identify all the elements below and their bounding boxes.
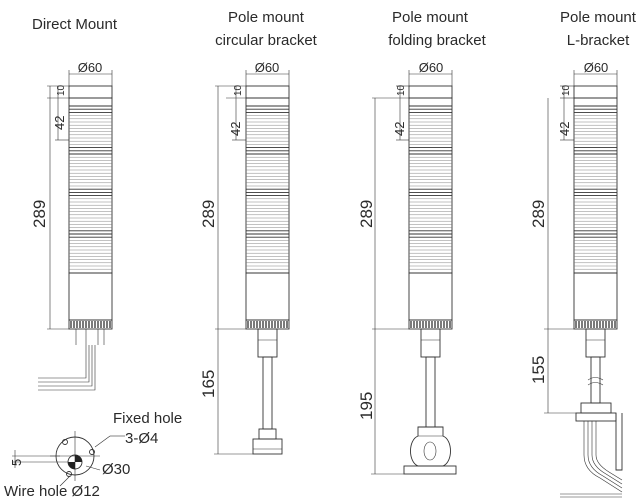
wire-hole-symbol — [67, 454, 83, 470]
dimension-lines — [544, 70, 618, 414]
fixed-hole-3 — [66, 471, 72, 477]
fixed-hole-spec: 3-Ø4 — [125, 430, 158, 447]
dim-height: 289 — [30, 200, 49, 228]
dim-top: 10 — [396, 84, 407, 96]
title-direct-mount: Direct Mount — [32, 16, 118, 33]
base-hole-detail — [12, 431, 125, 487]
dim-height: 289 — [529, 200, 548, 228]
dim-tier: 42 — [52, 116, 67, 130]
dim-tier: 42 — [228, 122, 243, 136]
dim-diameter: Ø60 — [78, 60, 103, 75]
dim-top: 10 — [233, 84, 244, 96]
dim-height: 289 — [357, 200, 376, 228]
dim-tier: 42 — [392, 122, 407, 136]
wire-hole-label: Wire hole Ø12 — [4, 483, 100, 500]
dim-top: 10 — [561, 84, 572, 96]
l-bracket-pole — [560, 328, 623, 498]
dim-tier: 42 — [557, 122, 572, 136]
dim-diameter: Ø60 — [584, 60, 609, 75]
title-lbracket-line2: L-bracket — [567, 32, 630, 49]
tower-direct-mount: Ø60 10 42 289 — [30, 60, 113, 391]
title-circular-line1: Pole mount — [228, 9, 305, 26]
base-diameter-label: Ø30 — [102, 461, 130, 478]
dim-top: 10 — [56, 84, 67, 96]
dimension-lines — [47, 70, 113, 330]
folding-bracket-pole — [403, 328, 457, 475]
tower-body — [573, 85, 618, 330]
offset-dim: 5 — [9, 459, 24, 466]
fixed-hole-1 — [62, 439, 68, 445]
dim-diameter: Ø60 — [255, 60, 280, 75]
dim-pole: 195 — [357, 392, 376, 420]
title-folding-line2: folding bracket — [388, 32, 486, 49]
tower-circular-bracket: Ø60 10 42 289 165 — [199, 60, 290, 455]
dim-height: 289 — [199, 200, 218, 228]
dimension-lines — [214, 70, 290, 455]
dimension-lines — [371, 70, 453, 475]
dim-diameter: Ø60 — [419, 60, 444, 75]
title-lbracket-line1: Pole mount — [560, 9, 637, 26]
fixed-hole-2 — [89, 449, 95, 455]
title-circular-line2: circular bracket — [215, 32, 318, 49]
tower-body — [408, 85, 453, 330]
dim-pole: 165 — [199, 370, 218, 398]
tower-l-bracket: Ø60 10 42 289 155 — [529, 60, 623, 498]
wire-leads — [38, 329, 105, 391]
title-folding-line1: Pole mount — [392, 9, 469, 26]
circular-bracket-pole — [252, 328, 283, 455]
tower-folding-bracket: Ø60 10 42 289 195 — [357, 60, 457, 475]
dim-pole: 155 — [529, 356, 548, 384]
tower-body — [68, 85, 113, 330]
fixed-hole-label: Fixed hole — [113, 410, 182, 427]
tower-body — [245, 85, 290, 330]
